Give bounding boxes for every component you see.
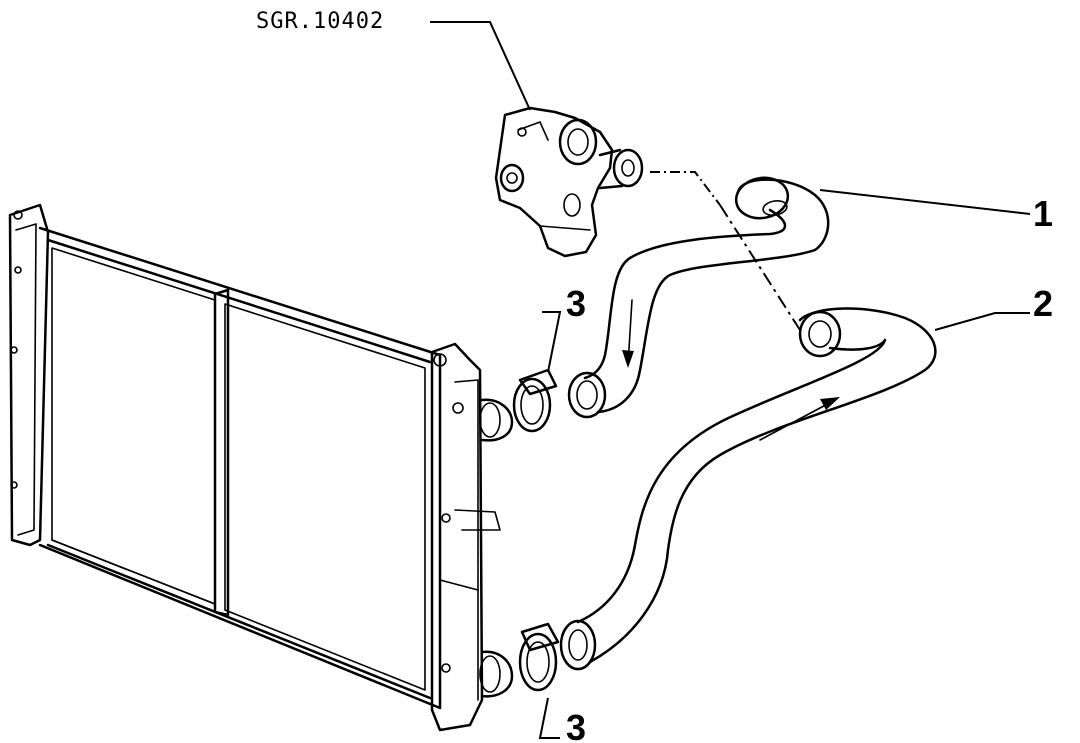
leader-lines bbox=[430, 21, 1031, 739]
radiator bbox=[8, 203, 514, 732]
callout-3-lower: 3 bbox=[566, 707, 586, 743]
hose-clamp-lower bbox=[518, 622, 560, 692]
callout-3-upper: 3 bbox=[566, 283, 586, 324]
reference-code: SGR.10402 bbox=[256, 9, 384, 34]
hose-clamp-upper bbox=[512, 368, 558, 433]
lower-hose bbox=[559, 307, 937, 671]
thermostat-housing bbox=[494, 106, 644, 258]
callout-2: 2 bbox=[1033, 283, 1053, 324]
callout-1: 1 bbox=[1033, 193, 1053, 234]
upper-hose bbox=[567, 176, 830, 419]
